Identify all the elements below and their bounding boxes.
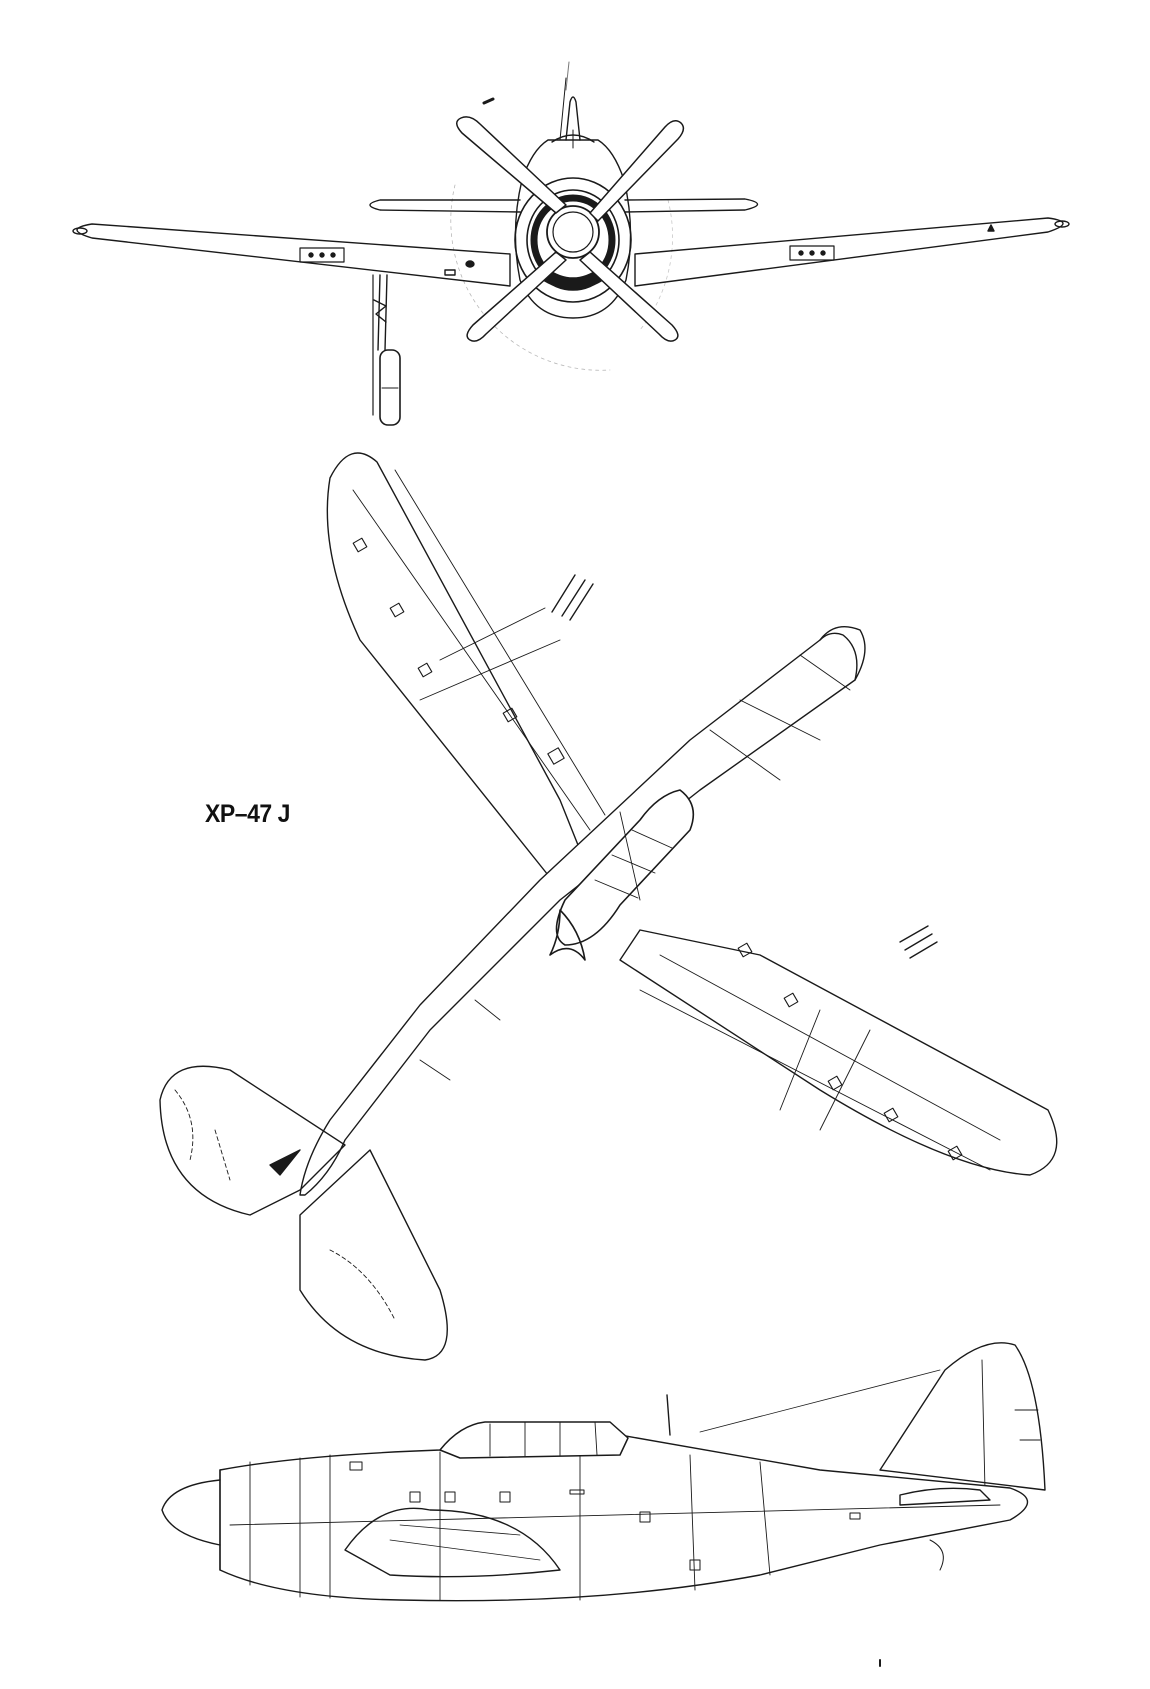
wing-panel-lines (353, 470, 1000, 1170)
cowling-inner (527, 190, 619, 290)
spinner-side (162, 1480, 220, 1545)
canopy-side (440, 1422, 628, 1458)
antenna-wire (700, 1370, 940, 1432)
left-wingtip-light (73, 228, 87, 234)
wing-upper-left (327, 453, 600, 900)
tail-wheel (930, 1540, 943, 1570)
aircraft-designation-label: XP–47 J (205, 800, 291, 828)
wing-root-side (345, 1508, 560, 1576)
cockpit-rim (550, 910, 585, 960)
wing-lower-right (620, 930, 1057, 1175)
right-wing (635, 218, 1063, 286)
landing-gear-front (373, 275, 400, 425)
top-view (160, 453, 1057, 1360)
left-wing-guns (300, 248, 344, 262)
right-wingtip-light (1055, 221, 1069, 227)
tail-plane-right (300, 1150, 447, 1360)
wing-gun-barrels (552, 575, 937, 958)
fuselage-side (220, 1435, 1028, 1601)
left-wing (77, 224, 510, 286)
horizontal-stabilizer-side (900, 1488, 990, 1505)
side-view (162, 1343, 1045, 1666)
vertical-fin-front (566, 97, 580, 140)
canopy-top (557, 790, 694, 945)
wing-access-panels (353, 538, 962, 1160)
tail-plane-left (160, 1066, 345, 1215)
right-wing-guns (790, 246, 834, 260)
antenna-mast (667, 1395, 670, 1435)
front-view (73, 62, 1069, 425)
horizontal-stabilizer-front (370, 199, 758, 212)
vertical-fin-side (880, 1343, 1045, 1490)
propeller-blades (457, 117, 684, 341)
cowling-outer (515, 178, 631, 302)
spinner-top (820, 627, 865, 680)
